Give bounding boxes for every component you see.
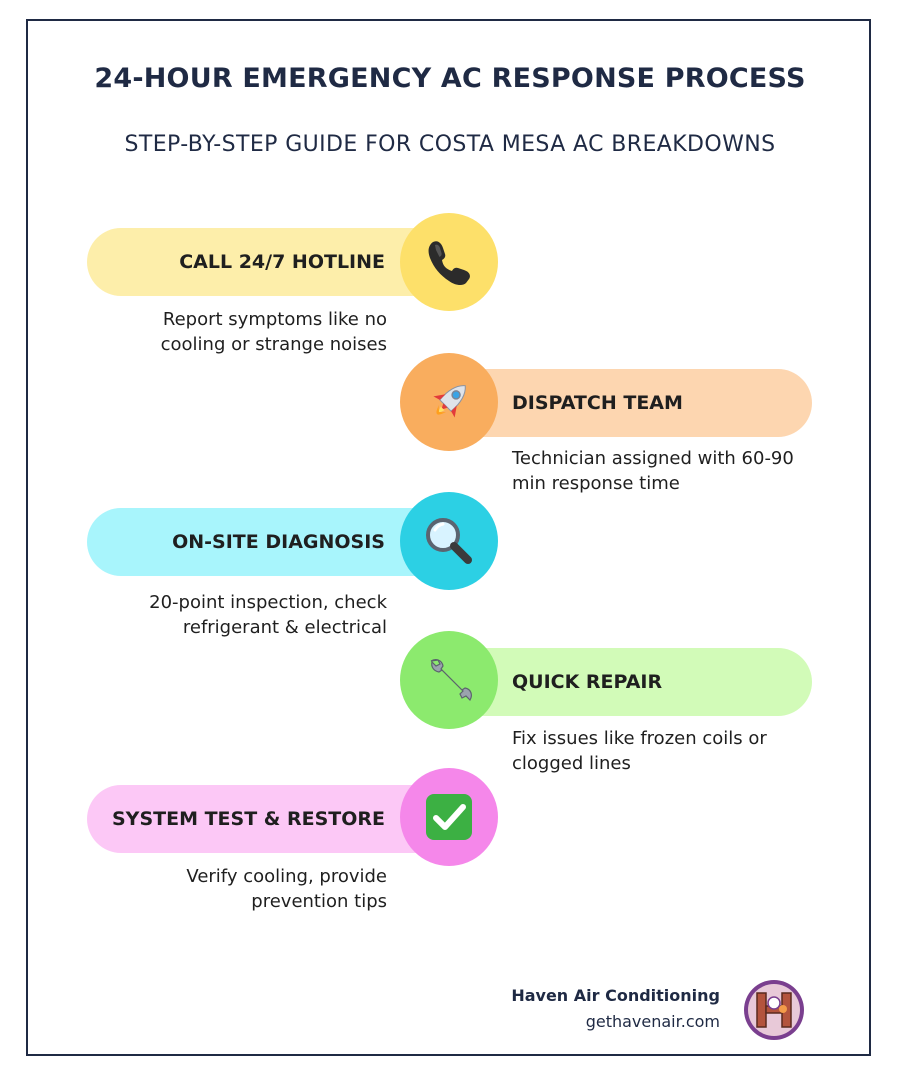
step-3-description: 20-point inspection, check refrigerant &… <box>149 592 387 638</box>
step-5-description: Verify cooling, provide prevention tips <box>186 866 387 912</box>
step-5-pill: SYSTEM TEST & RESTORE <box>87 785 447 853</box>
magnifier-icon <box>422 514 476 568</box>
step-2-description: Technician assigned with 60-90 min respo… <box>512 448 794 494</box>
wrench-icon <box>422 653 476 707</box>
step-3-circle <box>400 492 498 590</box>
step-1-label: CALL 24/7 HOTLINE <box>179 251 385 273</box>
brand-logo-icon <box>743 979 805 1041</box>
page-title: 24-HOUR EMERGENCY AC RESPONSE PROCESS <box>94 63 806 94</box>
step-1-circle <box>400 213 498 311</box>
phone-icon <box>423 236 475 288</box>
step-4-pill: QUICK REPAIR <box>450 648 812 716</box>
rocket-icon <box>422 375 476 429</box>
step-1-pill: CALL 24/7 HOTLINE <box>87 228 447 296</box>
step-4-description: Fix issues like frozen coils or clogged … <box>512 728 767 774</box>
step-4-circle <box>400 631 498 729</box>
brand-url: gethavenair.com <box>585 1012 720 1031</box>
step-1-description: Report symptoms like no cooling or stran… <box>160 309 387 355</box>
step-5-circle <box>400 768 498 866</box>
step-5-label: SYSTEM TEST & RESTORE <box>112 808 385 830</box>
checkmark-icon <box>423 791 475 843</box>
page-subtitle: STEP-BY-STEP GUIDE FOR COSTA MESA AC BRE… <box>124 132 776 157</box>
step-4-label: QUICK REPAIR <box>512 671 663 693</box>
step-3-label: ON-SITE DIAGNOSIS <box>172 531 385 553</box>
step-2-pill: DISPATCH TEAM <box>450 369 812 437</box>
step-2-circle <box>400 353 498 451</box>
step-2-label: DISPATCH TEAM <box>512 392 683 414</box>
brand-name: Haven Air Conditioning <box>511 986 720 1005</box>
step-3-pill: ON-SITE DIAGNOSIS <box>87 508 447 576</box>
